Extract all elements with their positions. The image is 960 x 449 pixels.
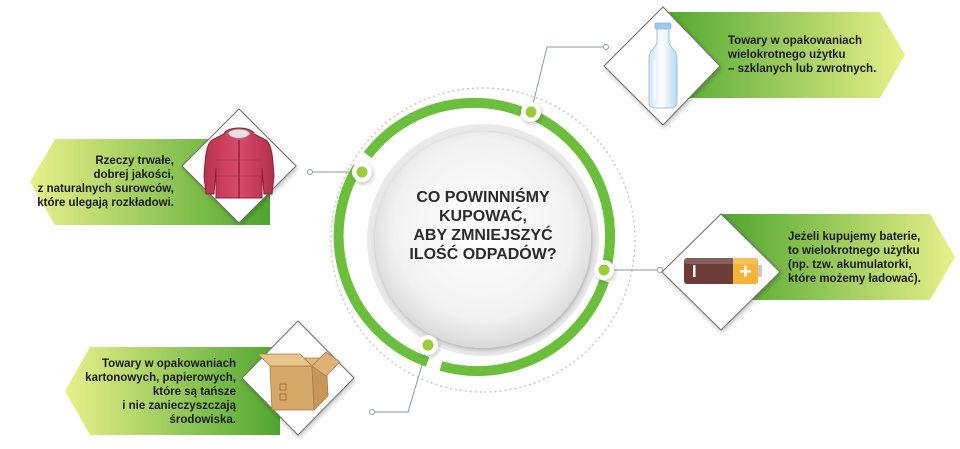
jacket-caption-line: Rzeczy trwałe, <box>95 155 174 167</box>
box-caption-line: kartonowych, papierowych, <box>85 372 236 384</box>
connector-dot <box>369 409 375 415</box>
box-caption-line: i nie zanieczyszczają <box>122 400 236 412</box>
jacket-caption-line: które ulegają rozkładowi. <box>37 197 174 209</box>
banner-battery <box>720 214 955 300</box>
connector-dot <box>307 169 313 175</box>
ring-arc <box>363 97 524 159</box>
ring-node-battery <box>594 260 614 280</box>
connector-bottle <box>530 46 606 113</box>
ring-node-bottle <box>521 102 541 122</box>
banner-bottle <box>660 12 905 98</box>
center-question: CO POWINNIŚMY KUPOWAĆ, ABY ZMNIEJSZYĆ IL… <box>383 188 583 264</box>
battery-caption-line: Jeżeli kupujemy baterie, <box>788 231 921 243</box>
box-caption-line: Towary w opakowaniach <box>102 358 236 370</box>
connector-dot <box>657 267 663 273</box>
ring-arc <box>439 279 609 377</box>
center-question-line: CO POWINNIŚMY <box>416 189 550 206</box>
connector-box <box>372 344 429 413</box>
ring-node-box <box>418 335 438 355</box>
box-caption-line: które są tańsze <box>152 386 236 398</box>
ring-node-jacket <box>352 162 372 182</box>
center-question-line: KUPOWAĆ, <box>439 208 527 225</box>
jacket-caption-line: z naturalnych surowców, <box>37 183 174 195</box>
jacket-caption: Rzeczy trwałe, dobrej jakości, z natural… <box>37 154 174 210</box>
battery-caption: Jeżeli kupujemy baterie, to wielokrotneg… <box>788 230 921 286</box>
jacket-icon <box>203 127 275 199</box>
ring-arc <box>333 164 430 367</box>
banner-box <box>65 347 280 435</box>
bottle-caption-line: wielokrotnego użytku <box>728 49 846 61</box>
green-ring <box>333 97 616 377</box>
battery-caption-line: (np. tzw. akumulatorki, <box>788 259 912 271</box>
box-caption-line: środowiska. <box>169 414 236 426</box>
center-question-line: ILOŚĆ ODPADÓW? <box>409 246 557 263</box>
ring-nodes <box>352 102 614 355</box>
box-caption: Towary w opakowaniach kartonowych, papie… <box>85 357 236 427</box>
battery-caption-line: to wielokrotnego użytku <box>788 245 920 257</box>
bottle-caption: Towary w opakowaniach wielokrotnego użyt… <box>728 34 876 76</box>
battery-icon <box>684 258 762 284</box>
center-disc <box>375 132 591 348</box>
bottle-caption-line: – szklanych lub zwrotnych. <box>728 63 877 75</box>
battery-caption-line: które możemy ładować). <box>788 273 921 285</box>
glass-bottle-icon <box>648 22 678 109</box>
connector-end-dots <box>307 44 663 415</box>
ring-arc <box>530 110 616 270</box>
center-question-line: ABY ZMNIEJSZYĆ <box>413 227 553 244</box>
bottle-caption-line: Towary w opakowaniach <box>728 35 862 47</box>
connector-dot <box>603 44 609 50</box>
dotted-ring <box>330 87 636 393</box>
cardboard-box-icon <box>257 351 341 411</box>
jacket-caption-line: dobrej jakości, <box>93 169 174 181</box>
